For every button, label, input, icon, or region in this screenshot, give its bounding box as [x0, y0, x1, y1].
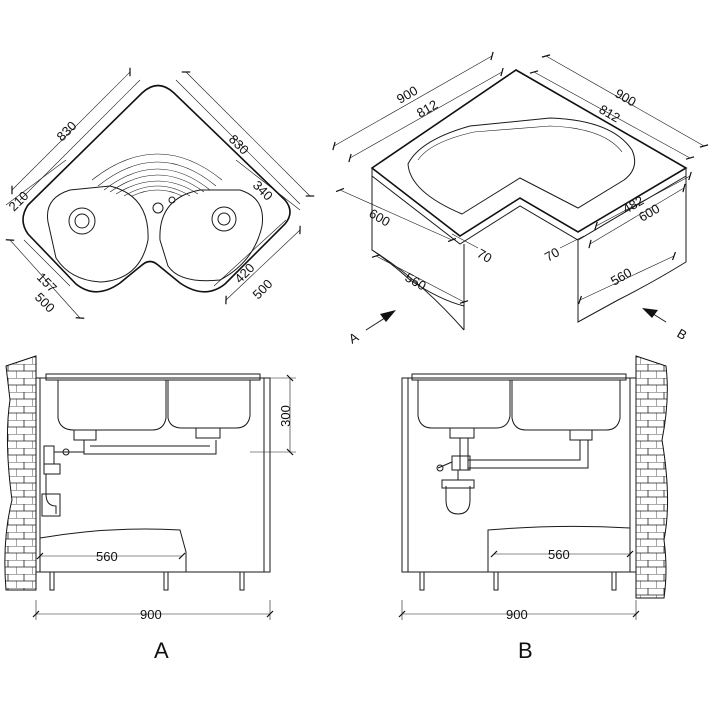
elevation-b: 560 900 B: [398, 355, 669, 663]
bowl-a-right: [167, 380, 251, 429]
dim-900-a: 900: [140, 607, 162, 622]
plumbing-b: [436, 427, 593, 515]
brick-wall-right: [635, 355, 669, 599]
bowl-b-right: [511, 380, 621, 431]
legs-b: [402, 571, 636, 591]
overflow-icon: [152, 202, 164, 214]
isometric-view: 900 812 900 812 600 600 482 70 70 560 56…: [332, 51, 709, 347]
dim-900-b: 900: [506, 607, 528, 622]
plumbing-a: [41, 427, 221, 517]
dim-900-right: 900: [613, 86, 639, 110]
bowl-b-left: [417, 380, 511, 429]
dim-600-left: 600: [367, 206, 393, 230]
caption-a: A: [154, 638, 169, 663]
elevation-a: 560 300 900 A: [4, 355, 296, 663]
dim-420: 420: [232, 260, 258, 286]
view-a-arrow-icon: [380, 310, 396, 322]
dim-70-right: 70: [542, 244, 562, 264]
dim-70-left: 70: [475, 246, 495, 266]
view-a-label: A: [346, 329, 361, 346]
dim-560-a: 560: [96, 549, 118, 564]
cabinet-frame-a: [35, 377, 271, 573]
cabinet-frame-b: [401, 377, 637, 573]
dim-830-right: 830: [226, 132, 252, 158]
dim-500-left: 500: [32, 290, 58, 316]
dim-812-right: 812: [597, 102, 623, 126]
worktop-outline: [370, 69, 688, 237]
sink-plan-view: 830 830 210 340 157 500 420 500: [6, 67, 315, 319]
dim-500-right: 500: [250, 276, 276, 302]
left-bowl: [46, 185, 149, 283]
dim-830-left: 830: [54, 118, 80, 144]
right-drain-icon: [211, 206, 237, 232]
brick-wall-left: [4, 355, 37, 591]
tap-hole-icon: [168, 196, 176, 204]
sink-rim-a: [45, 373, 261, 381]
view-b-arrow-icon: [642, 308, 658, 318]
sink-rim-b: [411, 373, 627, 381]
sink-outline: [22, 84, 291, 293]
dim-812-left: 812: [414, 97, 440, 121]
dim-300: 300: [278, 405, 293, 427]
legs-a: [44, 571, 270, 591]
left-drain-icon: [68, 207, 96, 235]
bowl-a-left: [57, 380, 167, 431]
view-b-label: B: [675, 326, 690, 343]
dim-340: 340: [250, 178, 276, 204]
caption-b: B: [518, 638, 533, 663]
dim-900-left: 900: [394, 83, 420, 107]
dim-560-b: 560: [548, 547, 570, 562]
